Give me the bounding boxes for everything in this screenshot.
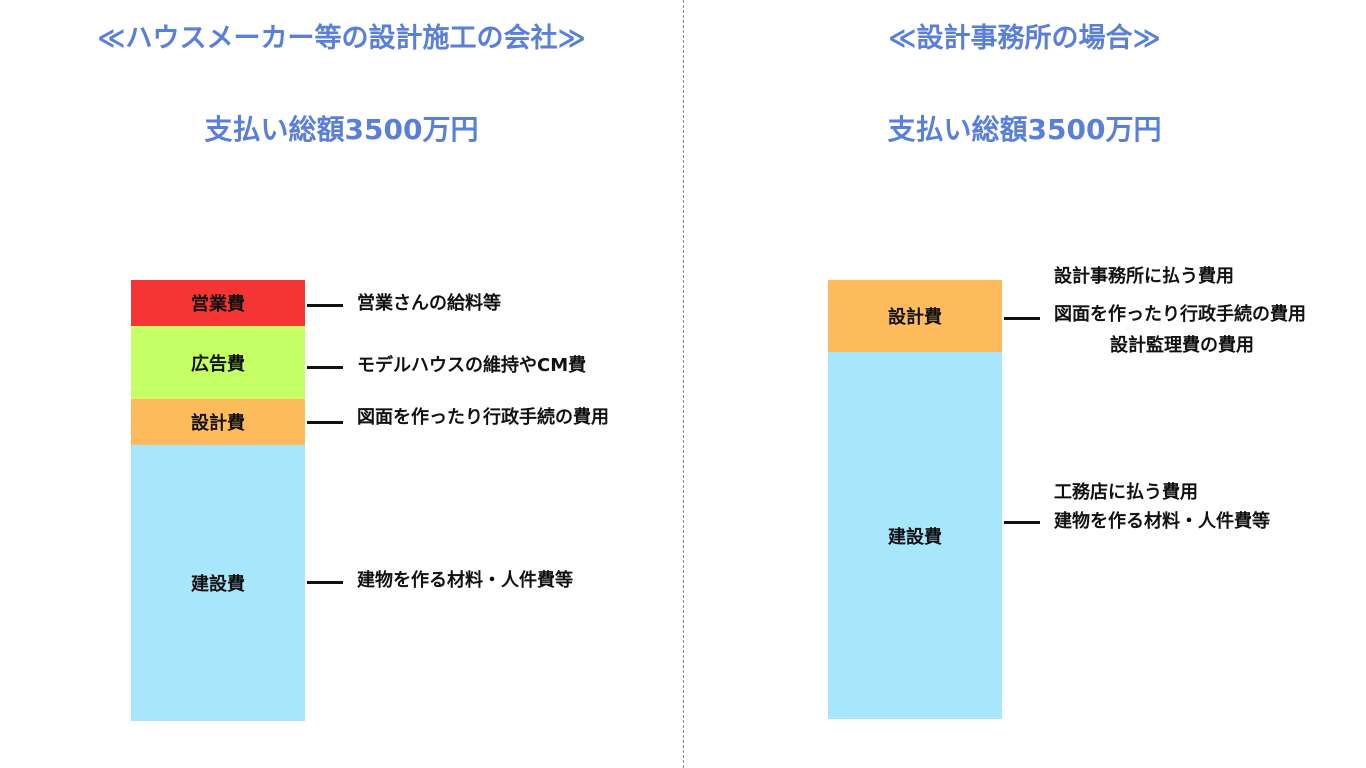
left-note-design: 図面を作ったり行政手続の費用 <box>357 407 609 428</box>
left-segment-construction: 建設費 <box>131 445 305 721</box>
left-segment-sales: 営業費 <box>131 280 305 326</box>
right-note-construction-line-1: 工務店に払う費用 <box>1054 482 1198 503</box>
left-segment-design: 設計費 <box>131 399 305 445</box>
right-segment-design-label: 設計費 <box>888 307 942 328</box>
right-note-design-line-3: 設計監理費の費用 <box>1110 335 1254 356</box>
left-segment-sales-label: 営業費 <box>191 294 245 315</box>
left-connector-sales <box>307 304 343 307</box>
right-panel-title: ≪設計事務所の場合≫ <box>888 23 1161 54</box>
left-panel-title: ≪ハウスメーカー等の設計施工の会社≫ <box>97 23 586 54</box>
left-segment-construction-label: 建設費 <box>191 574 245 595</box>
left-connector-construction <box>307 581 343 584</box>
left-note-sales: 営業さんの給料等 <box>357 293 501 314</box>
left-connector-design <box>307 421 343 424</box>
right-note-design-line-2: 図面を作ったり行政手続の費用 <box>1054 304 1306 325</box>
right-note-design-line-1: 設計事務所に払う費用 <box>1054 266 1234 287</box>
left-segment-design-label: 設計費 <box>191 413 245 434</box>
center-divider <box>683 0 684 768</box>
left-connector-advertising <box>307 366 343 369</box>
left-panel-total: 支払い総額3500万円 <box>204 113 479 146</box>
left-segment-advertising: 広告費 <box>131 326 305 399</box>
right-connector-design <box>1004 317 1040 320</box>
right-connector-construction <box>1004 521 1040 524</box>
right-segment-design: 設計費 <box>828 280 1002 352</box>
right-segment-construction-label: 建設費 <box>888 526 942 548</box>
left-note-construction: 建物を作る材料・人件費等 <box>357 570 573 591</box>
right-segment-construction: 建設費 <box>828 352 1002 719</box>
left-segment-advertising-label: 広告費 <box>191 353 245 375</box>
left-note-advertising: モデルハウスの維持やCM費 <box>357 355 587 376</box>
right-panel-total: 支払い総額3500万円 <box>887 113 1162 146</box>
right-note-construction-line-2: 建物を作る材料・人件費等 <box>1054 511 1270 532</box>
